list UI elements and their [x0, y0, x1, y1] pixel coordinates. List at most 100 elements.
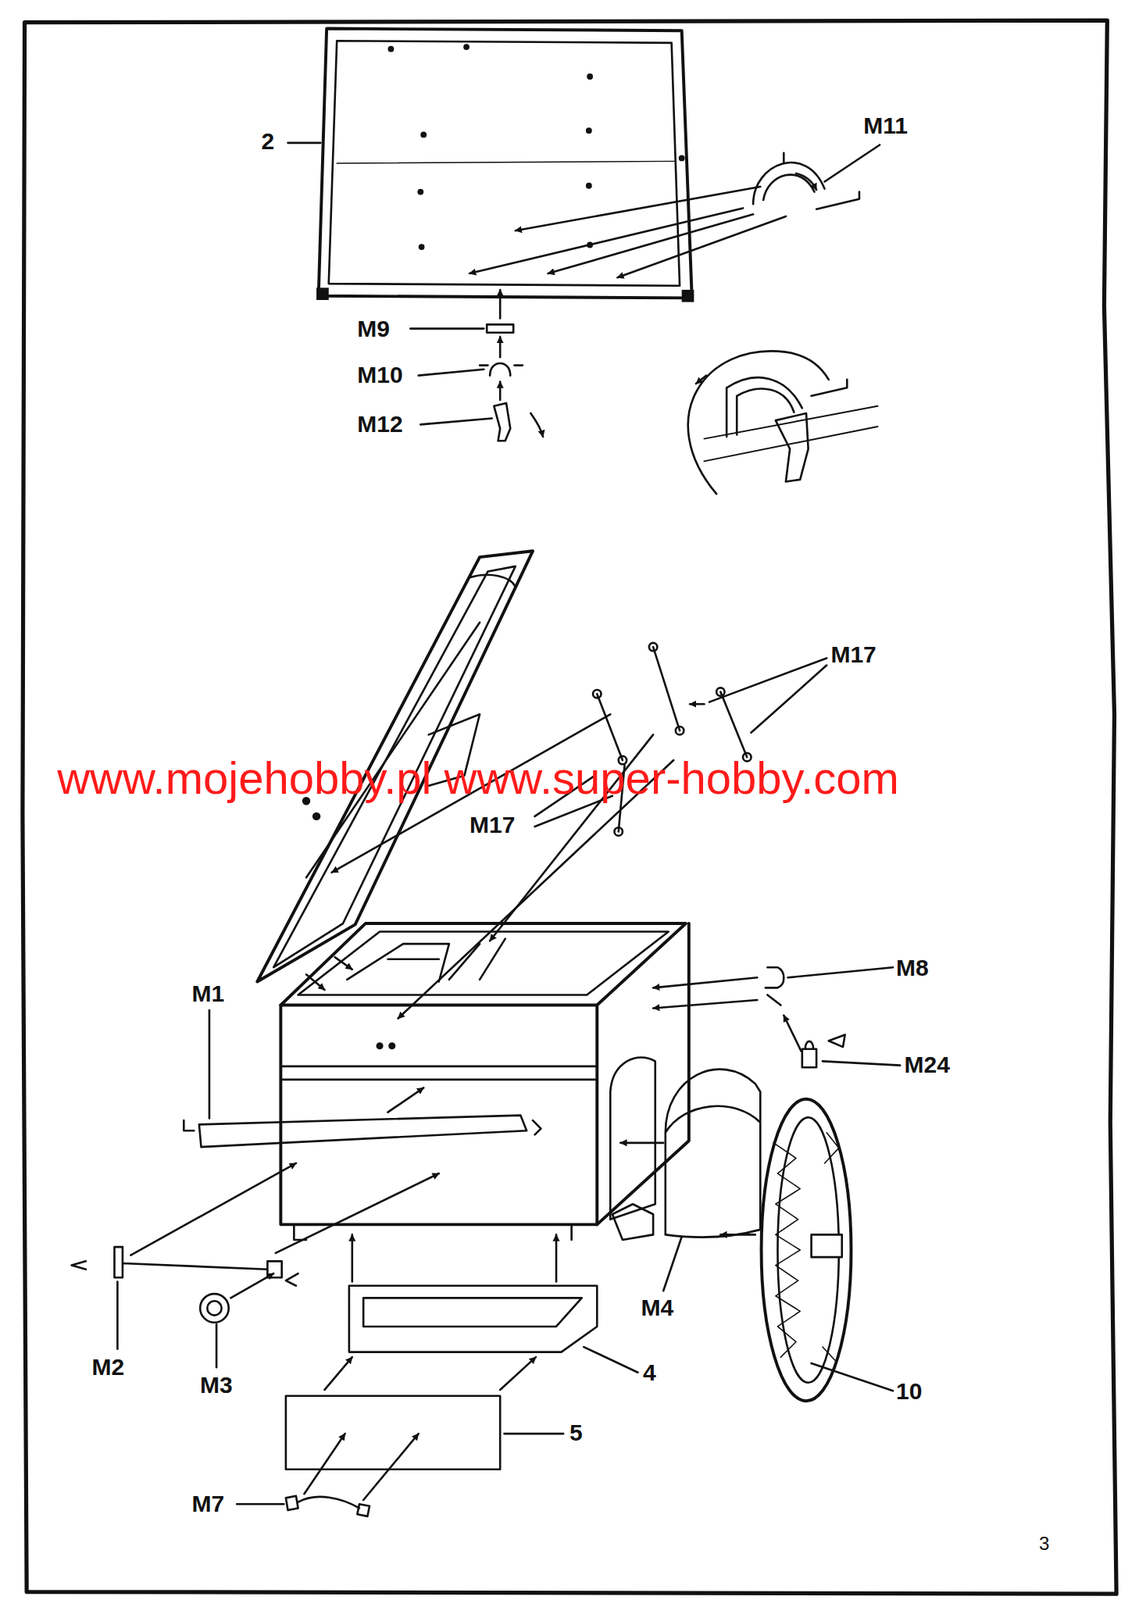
drawing-stroke: [469, 574, 516, 587]
page-number: 3: [1039, 1534, 1050, 1554]
drawing-stroke: [306, 974, 325, 990]
part-label: M17: [469, 813, 515, 837]
drawing-stroke: [207, 1300, 222, 1315]
drawing-stroke: [653, 999, 757, 1008]
wheel-part: [761, 1099, 852, 1402]
mudguard-part: [610, 1056, 655, 1219]
drawing-stroke: [499, 289, 502, 319]
part-label: M7: [192, 1492, 225, 1516]
drawing-stroke: [716, 687, 725, 696]
drawing-stroke: [389, 1043, 395, 1050]
drawing-stroke: [236, 1503, 284, 1506]
drawing-stroke: [617, 216, 786, 278]
part-label: M8: [896, 956, 929, 980]
part-label: M12: [357, 412, 403, 436]
drawing-stroke: [336, 160, 676, 164]
drawing-stroke: [208, 1010, 211, 1118]
drawing-stroke: [346, 939, 505, 982]
drawing-stroke: [377, 1043, 383, 1050]
drawing-stroke: [583, 1346, 638, 1373]
drawing-stroke: [696, 375, 707, 384]
drawing-stroke: [773, 1142, 800, 1357]
padlock-part: [802, 1041, 817, 1068]
drawing-stroke: [280, 923, 686, 1005]
drawing-stroke: [410, 327, 484, 330]
drawing-stroke: [363, 1433, 419, 1500]
drawing-stroke: [720, 692, 747, 758]
drawing-stroke: [280, 1005, 597, 1225]
handle-part: [285, 1496, 370, 1517]
page-frame: [22, 20, 1117, 1594]
drawing-stroke: [22, 20, 1117, 1594]
drawing-stroke: [614, 827, 622, 836]
drawing-stroke: [288, 142, 322, 145]
mudguard-part: [665, 1069, 761, 1238]
drawing-stroke: [71, 1260, 86, 1269]
drawing-stroke: [318, 28, 693, 299]
drawing-stroke: [293, 1203, 654, 1240]
drawing-stroke: [688, 350, 829, 494]
detail-inset: [688, 350, 879, 494]
bracket-part: [765, 967, 785, 1005]
small-part: [493, 403, 511, 441]
drawing-stroke: [215, 1324, 218, 1368]
drawing-stroke: [585, 127, 593, 134]
drawing-stroke: [420, 418, 492, 425]
drawing-stroke: [275, 1173, 440, 1254]
trailer-box: [280, 923, 689, 1240]
drawing-stroke: [280, 1066, 597, 1080]
drawing-stroke: [653, 646, 680, 731]
drawing-stroke: [649, 642, 657, 651]
drawing-stroke: [499, 381, 502, 400]
drawing-stroke: [775, 413, 809, 483]
part-label: M1: [192, 981, 225, 1006]
ring-part: [199, 1293, 229, 1323]
drawbar-part: [114, 1246, 282, 1278]
drawing-stroke: [681, 289, 695, 303]
drawing-stroke: [592, 689, 601, 698]
drawing-stroke: [503, 1432, 564, 1436]
drawing-stroke: [303, 1433, 345, 1494]
drawing-stroke: [417, 189, 424, 196]
drawing-stroke: [335, 956, 353, 970]
drawing-stroke: [788, 967, 894, 978]
drawing-stroke: [230, 1273, 274, 1298]
drawing-stroke: [515, 186, 761, 231]
drawing-stroke: [350, 1234, 354, 1282]
drawing-stroke: [585, 182, 593, 190]
drawing-stroke: [824, 144, 881, 182]
small-part: [486, 324, 514, 333]
drawing-stroke: [678, 155, 686, 162]
drawing-stroke: [720, 1233, 755, 1236]
callout-number: 10: [896, 1379, 922, 1404]
drawing-stroke: [596, 693, 623, 761]
drawing-stroke: [653, 977, 757, 988]
drawing-stroke: [596, 923, 690, 1225]
drawing-stroke: [499, 336, 502, 358]
part-label: M4: [640, 1296, 674, 1320]
drawing-stroke: [388, 1087, 425, 1112]
drawing-stroke: [796, 173, 817, 190]
drawing-stroke: [675, 726, 684, 735]
part-label: M11: [863, 114, 908, 138]
drawing-stroke: [420, 131, 427, 138]
tray-part: [349, 1285, 597, 1353]
drawing-stroke: [586, 73, 593, 80]
drawing-stroke: [463, 43, 470, 50]
drawing-stroke: [469, 207, 743, 274]
drawing-stroke: [313, 813, 320, 820]
part-label: M10: [357, 363, 403, 387]
part-label: M2: [92, 1355, 125, 1379]
drawing-stroke: [783, 1015, 801, 1052]
drawing-stroke: [499, 1356, 536, 1390]
callout-number: 5: [569, 1421, 583, 1445]
drawing-stroke: [418, 369, 485, 376]
drawing-stroke: [418, 243, 425, 250]
drawing-stroke: [761, 1099, 852, 1402]
drawing-stroke: [306, 622, 480, 879]
drawing-stroke: [324, 1356, 353, 1390]
drawing-stroke: [750, 665, 827, 733]
drawing-stroke: [811, 1234, 843, 1257]
lid-panel: [316, 28, 694, 303]
